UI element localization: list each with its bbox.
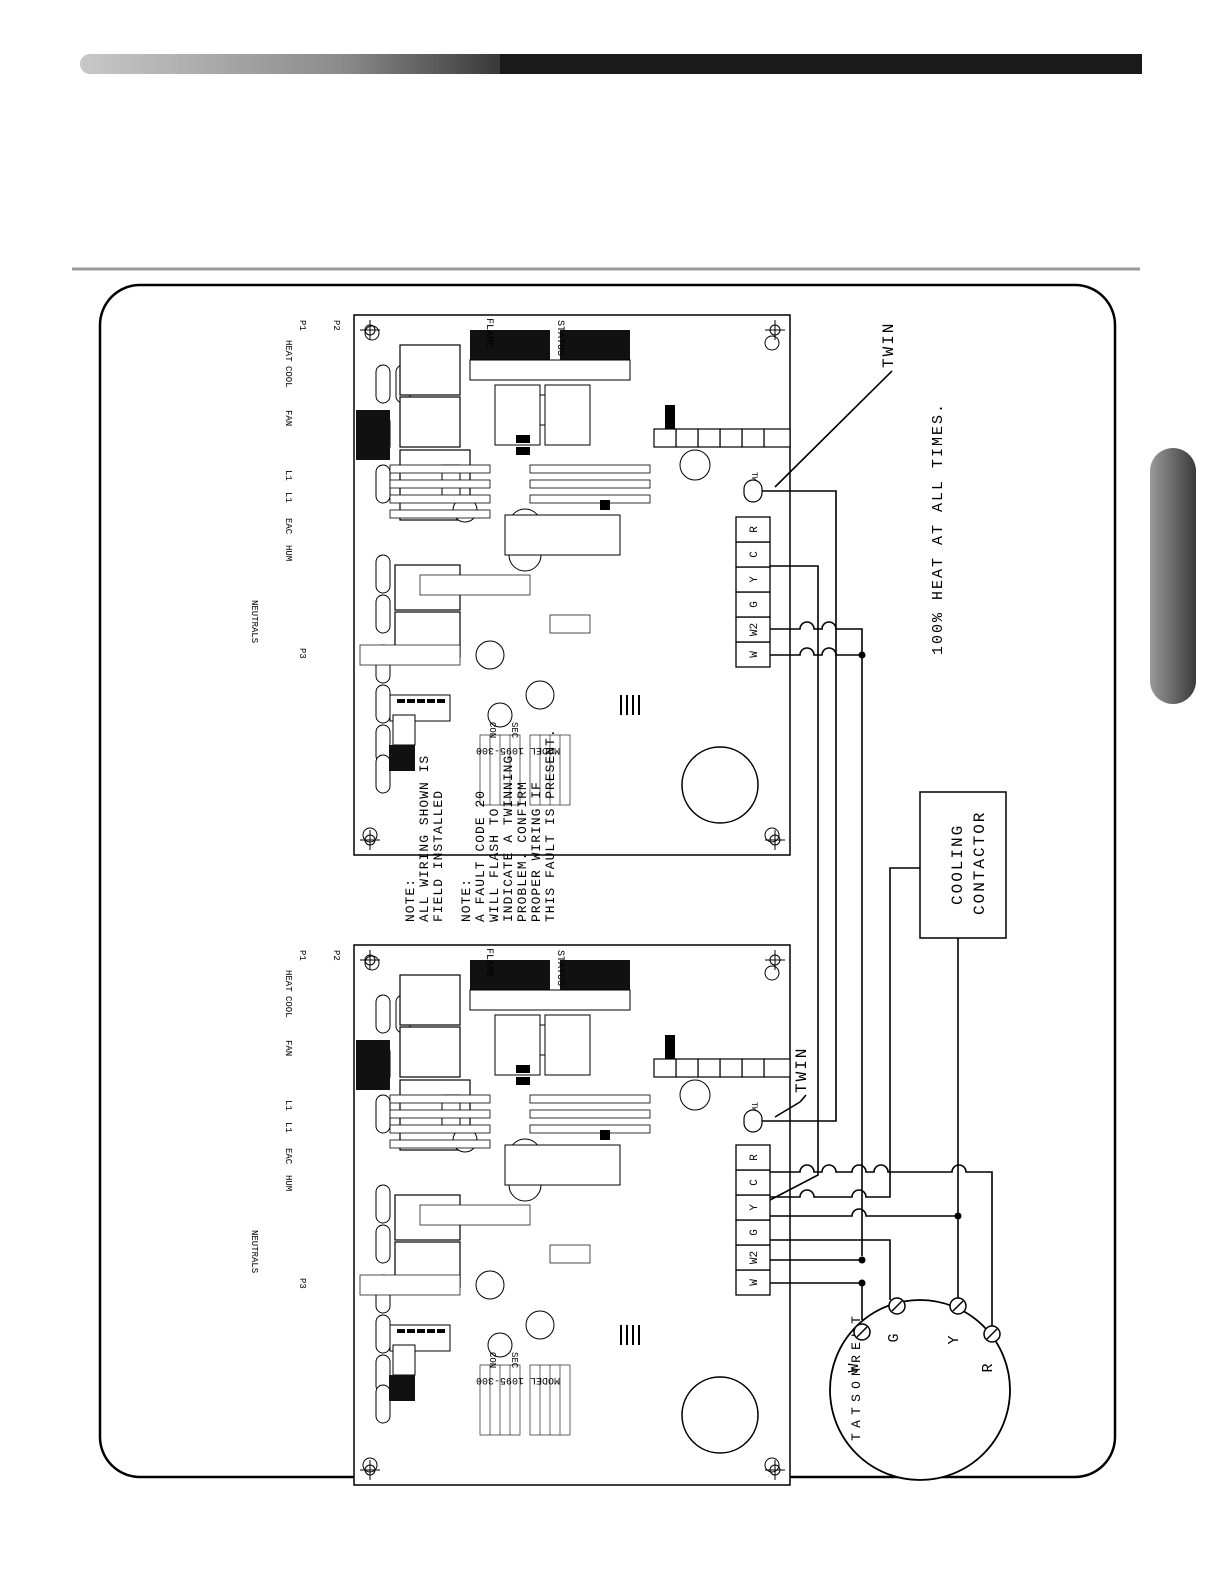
thermostat-letter: A	[849, 1420, 864, 1428]
board-lower-model: MODEL 1095-300	[476, 1374, 560, 1385]
board-lower-eac: EAC	[283, 1148, 293, 1165]
terminal-lower-label-y: Y	[749, 1204, 761, 1211]
terminal-upper-label-g: G	[749, 601, 761, 608]
thermostat-letter: E	[849, 1342, 864, 1350]
terminal-lower-label-r: R	[749, 1154, 761, 1161]
wiring	[762, 370, 993, 1326]
terminal-upper-box-w2	[735, 616, 771, 643]
board-lower-p3: P3	[297, 1278, 307, 1289]
terminal-strip-lower: W W2 G Y C R	[735, 1144, 771, 1296]
board-upper-model: MODEL 1095-300	[476, 744, 560, 755]
terminal-upper-label-y: Y	[749, 576, 761, 583]
board-upper-heat: HEAT	[283, 340, 293, 362]
board-lower-sec: SEC	[509, 1352, 519, 1369]
board-upper-cool: COOL	[283, 366, 293, 388]
twin-label-upper: TWIN	[880, 322, 898, 368]
terminal-upper-label-c: C	[749, 551, 761, 558]
terminal-upper-box-r	[735, 516, 771, 543]
board-lower-con: CON	[487, 1352, 497, 1368]
board-upper-p2: P2	[331, 320, 341, 331]
note2-line3: WILL FLASH TO	[487, 808, 502, 922]
terminal-upper-label-w: W	[749, 651, 761, 658]
note1-line3: FIELD INSTALLED	[431, 790, 446, 922]
note2-line7: THIS FAULT IS PRESENT.	[543, 728, 558, 922]
cooling-contactor-line2: CONTACTOR	[971, 811, 989, 915]
board-lower-status: STATUS	[554, 950, 565, 986]
board-lower-heat: HEAT	[283, 970, 293, 992]
note2-line1: NOTE:	[459, 878, 474, 922]
board-lower-cool: COOL	[283, 996, 293, 1018]
terminal-upper-label-w2: W2	[749, 623, 761, 636]
side-tab	[1150, 448, 1196, 704]
thermostat-letter: T	[849, 1433, 864, 1441]
board-upper-fan: FAN	[283, 410, 293, 426]
thermostat-terminals: W G Y R	[846, 1297, 1001, 1373]
board-upper-p3: P3	[297, 648, 307, 659]
terminal-strip-upper: W W2 G Y C R	[735, 516, 771, 668]
board-upper-hum: HUM	[283, 545, 293, 561]
board-lower-p2: P2	[331, 950, 341, 961]
thermostat-letter: S	[849, 1394, 864, 1402]
thermostat	[829, 1299, 1011, 1481]
terminal-lower-box-c	[735, 1169, 771, 1196]
terminal-upper-box-g	[735, 591, 771, 618]
thermostat-terminal-r: R	[980, 1363, 997, 1372]
board-lower-flame: FLAME	[483, 948, 494, 978]
thermostat-terminal-g: G	[886, 1333, 903, 1342]
terminal-upper-box-c	[735, 541, 771, 568]
note2-line5: PROBLEM. CONFIRM	[515, 781, 530, 922]
twin-label-lower: TWIN	[793, 1047, 811, 1093]
thermostat-letter: T	[849, 1316, 864, 1324]
note2-line2: A FAULT CODE 20	[473, 790, 488, 922]
terminal-lower-label-w: W	[749, 1279, 761, 1286]
twin-terminal-upper	[743, 479, 763, 503]
terminal-lower-label-g: G	[749, 1229, 761, 1236]
board-lower-hum: HUM	[283, 1175, 293, 1191]
board-lower-neutrals: NEUTRALS	[249, 1230, 259, 1273]
board-upper-neutrals: NEUTRALS	[249, 600, 259, 643]
cooling-contactor-line1: COOLING	[949, 824, 967, 905]
terminal-upper-label-r: R	[749, 526, 761, 533]
board-upper-p1: P1	[297, 320, 307, 331]
board-upper-sec: SEC	[509, 722, 519, 739]
thermostat-terminal-w: W	[846, 1363, 863, 1372]
terminal-lower-label-c: C	[749, 1179, 761, 1186]
note1-line1: NOTE:	[403, 878, 418, 922]
terminal-lower-box-r	[735, 1144, 771, 1171]
thermostat-letter: O	[849, 1381, 864, 1389]
board-upper-status: STATUS	[554, 320, 565, 356]
thermostat-letter: R	[849, 1355, 864, 1363]
control-board-lower	[353, 944, 791, 1486]
terminal-lower-label-w2: W2	[749, 1251, 761, 1264]
thermostat-terminal-y: Y	[946, 1335, 963, 1344]
twin-terminal-lower	[743, 1109, 763, 1133]
board-upper-eac: EAC	[283, 518, 293, 535]
cooling-contactor	[919, 791, 1007, 939]
board-lower-l1b: L1	[283, 1122, 293, 1133]
board-lower-l1a: L1	[283, 1100, 293, 1111]
board-upper-l1b: L1	[283, 492, 293, 503]
board-upper-l1a: L1	[283, 470, 293, 481]
board-lower-fan: FAN	[283, 1040, 293, 1056]
header-bar	[80, 54, 1142, 74]
note2-line6: PROPER WIRING IF	[529, 781, 544, 922]
thermostat-letter: T	[849, 1407, 864, 1415]
board-upper-flame: FLAME	[483, 318, 494, 348]
board-lower-p1: P1	[297, 950, 307, 961]
heat-note: 100% HEAT AT ALL TIMES.	[930, 402, 947, 655]
note1-line2: ALL WIRING SHOWN IS	[417, 755, 432, 922]
board-upper-con: CON	[487, 722, 497, 738]
note2-line4: INDICATE A TWINNING	[501, 755, 516, 922]
terminal-upper-box-y	[735, 566, 771, 593]
thermostat-letter: M	[849, 1368, 864, 1376]
